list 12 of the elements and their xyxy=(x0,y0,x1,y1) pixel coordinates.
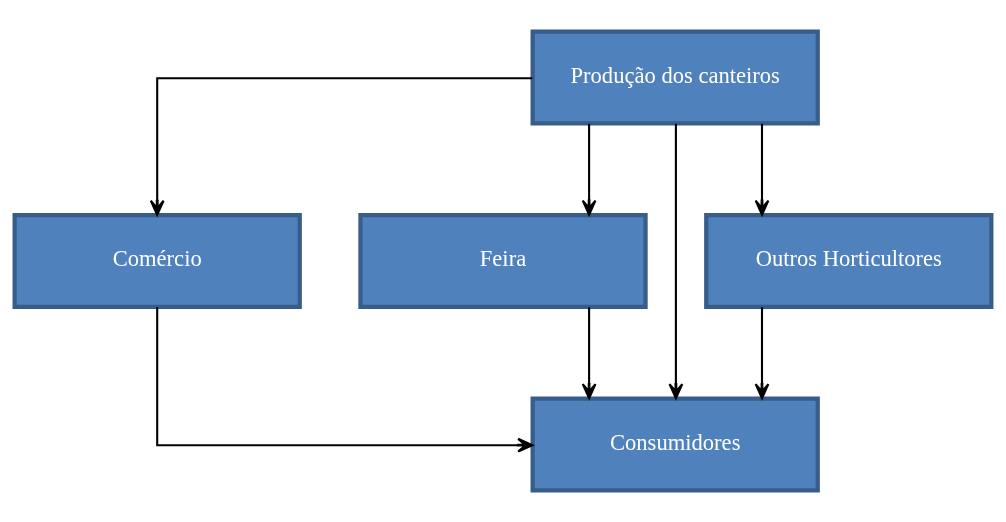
arrow xyxy=(149,77,533,216)
arrow xyxy=(581,123,597,216)
node-box: Consumidores xyxy=(530,396,820,493)
arrow xyxy=(754,307,770,400)
node-box: Comércio xyxy=(12,213,302,309)
node-box: Produção dos canteiros xyxy=(530,29,820,126)
arrow xyxy=(156,307,534,453)
arrow xyxy=(754,123,770,216)
node-box: Feira xyxy=(358,213,648,309)
arrow xyxy=(668,123,684,400)
arrow xyxy=(581,307,597,400)
node-box: Outros Horticultores xyxy=(704,213,994,309)
